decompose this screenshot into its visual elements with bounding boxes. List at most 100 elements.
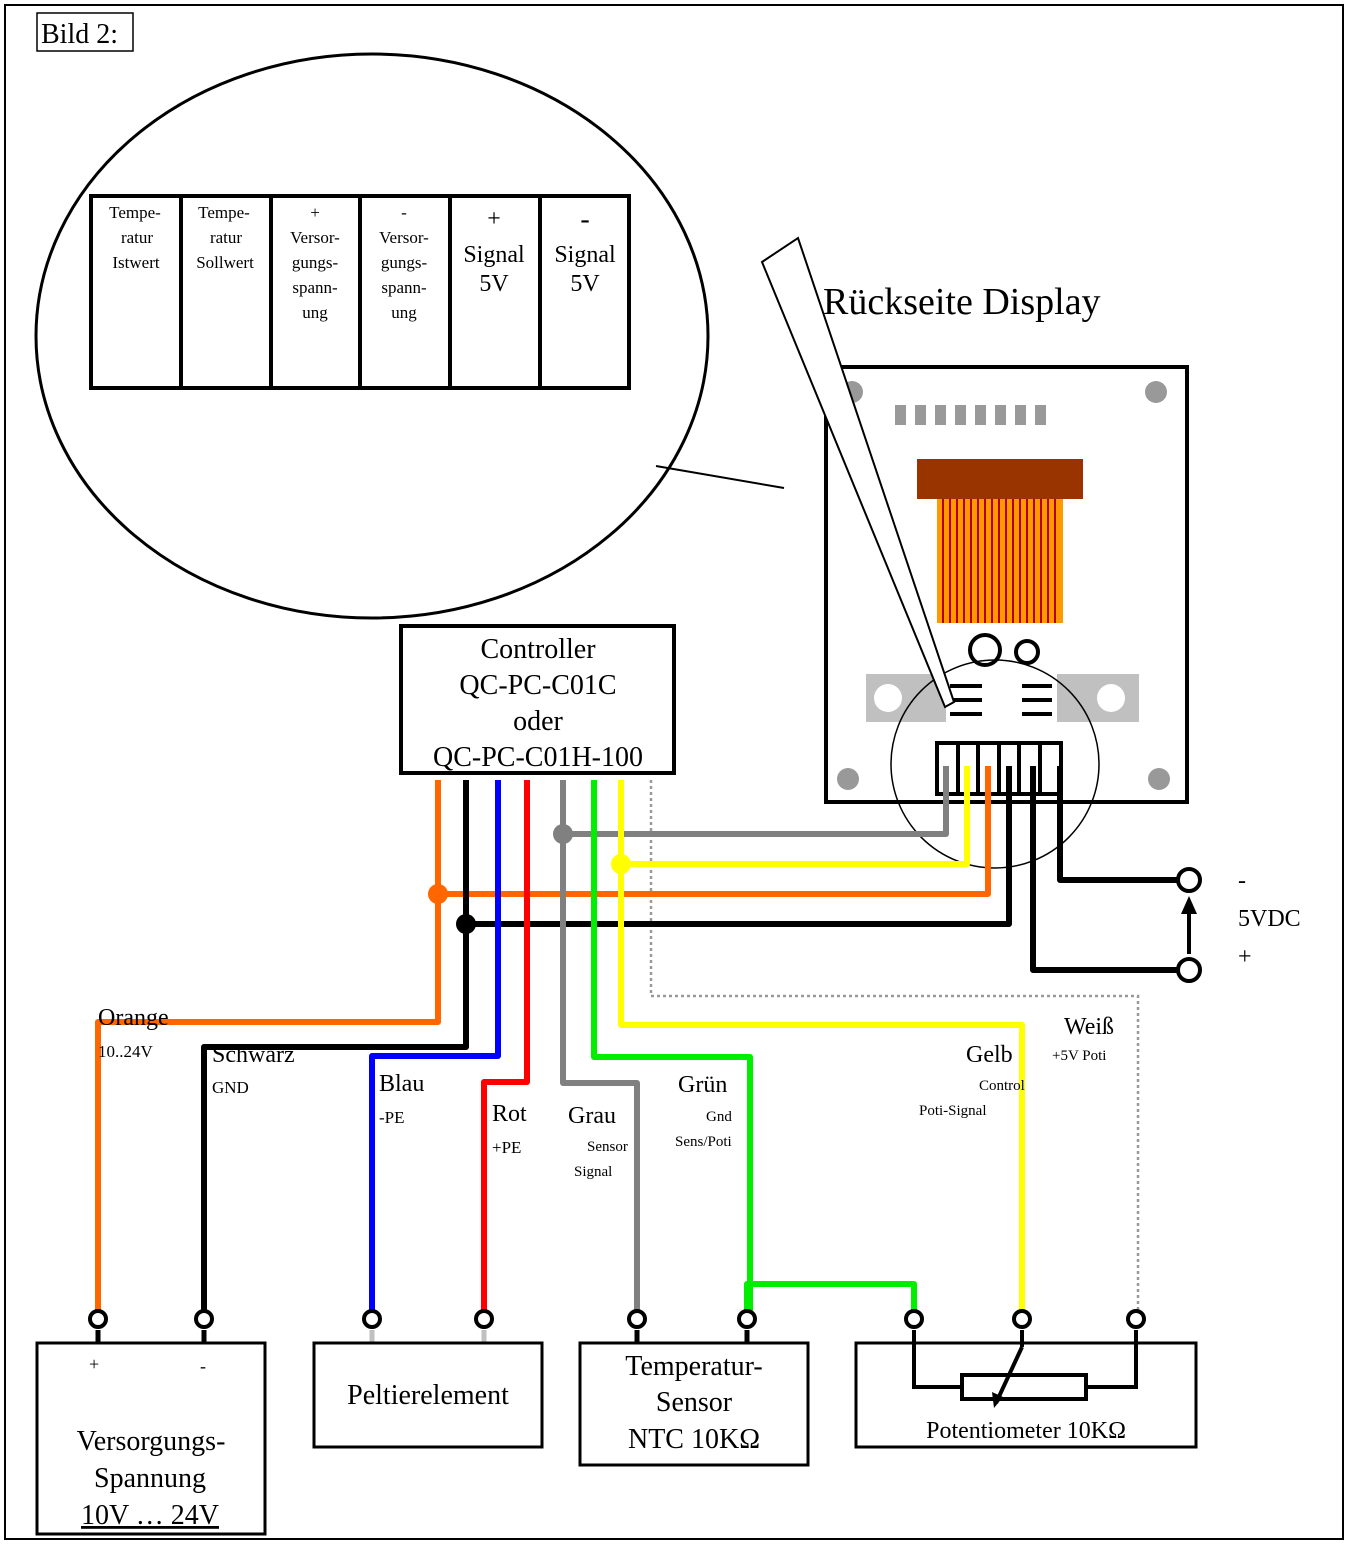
mount-tab-left-hole (874, 684, 902, 712)
mount-hole-bottom-right (1148, 768, 1170, 790)
terminal-col4-line4: spann- (381, 278, 427, 297)
terminal-poti-5v (1126, 1309, 1146, 1329)
wiper-arrow-icon (992, 1392, 1003, 1408)
flex-cable-traces (942, 499, 1056, 623)
terminal-col3-line1: + (310, 203, 320, 222)
terminal-col1-line2: ratur (121, 228, 153, 247)
label-gray-sub1: Sensor (587, 1139, 628, 1155)
poti-label: Potentiometer 10KΩ (926, 1418, 1126, 1444)
junction-gray (553, 824, 573, 844)
terminal-labels: Tempe- ratur Istwert Tempe- ratur Sollwe… (109, 203, 616, 322)
label-yellow: Gelb (966, 1042, 1013, 1068)
display-pins (895, 405, 1046, 425)
label-white-sub: +5V Poti (1052, 1048, 1106, 1064)
terminal-stems (95, 1330, 750, 1343)
terminal-5v-minus (1176, 867, 1202, 893)
wire-black (201, 780, 469, 1318)
sensor-line3: NTC 10KΩ (628, 1424, 760, 1455)
terminal-col6-line1: - (580, 204, 589, 235)
label-green: Grün (678, 1072, 727, 1098)
label-orange: Orange (98, 1005, 169, 1031)
terminal-col5-line3: 5V (479, 271, 509, 297)
label-white: Weiß (1064, 1014, 1114, 1040)
wire-red (481, 780, 530, 1318)
terminal-col2-line3: Sollwert (196, 253, 254, 272)
terminal-block (89, 194, 631, 390)
terminal-rings (88, 1309, 1146, 1329)
supply-line2: Spannung (94, 1463, 206, 1494)
terminal-col4-line3: gungs- (381, 253, 428, 272)
terminal-col1-line1: Tempe- (109, 203, 161, 222)
sensor-box (578, 1341, 810, 1467)
wire-black-display (466, 766, 1012, 927)
terminal-col4-line5: ung (391, 303, 417, 322)
label-red: Rot (492, 1101, 527, 1127)
smd-parts (950, 684, 1052, 716)
wire-gray-display (563, 766, 949, 837)
wire-gray (560, 780, 640, 1318)
wire-yellow (618, 780, 1025, 1318)
controller-box (399, 624, 676, 775)
mount-hole-bottom-left (837, 768, 859, 790)
terminal-col1-line3: Istwert (112, 253, 159, 272)
supply-minus: - (200, 1356, 206, 1376)
terminal-col3-line2: Versor- (290, 228, 340, 247)
wire-blue (369, 780, 501, 1318)
board-circle-large (968, 633, 1002, 667)
terminal-sensor-gnd (737, 1309, 757, 1329)
terminal-supply-minus (194, 1309, 214, 1329)
potentiometer-symbol (912, 1330, 1138, 1404)
power-5v-minus: - (1238, 868, 1246, 894)
flex-cable-header (917, 459, 1083, 499)
peltier-label: Peltierelement (347, 1380, 509, 1411)
terminal-col6-line2: Signal (554, 242, 616, 268)
junction-black (456, 914, 476, 934)
display-title: Rückseite Display (823, 281, 1101, 323)
terminal-col3-line5: ung (302, 303, 328, 322)
terminal-col3-line4: spann- (292, 278, 338, 297)
board-circle-small (1014, 639, 1040, 665)
wire-5v-minus (1057, 766, 1180, 883)
label-black: Schwarz (212, 1042, 295, 1068)
label-yellow-sub2: Poti-Signal (919, 1103, 987, 1119)
terminal-col6-line3: 5V (570, 271, 600, 297)
sensor-line1: Temperatur- (625, 1351, 762, 1382)
mount-hole-top-right (1145, 381, 1167, 403)
supply-line1: Versorgungs- (77, 1426, 226, 1457)
supply-plus: + (89, 1354, 99, 1374)
terminal-supply-plus (88, 1309, 108, 1329)
label-gray: Grau (568, 1103, 616, 1129)
power-5v-plus: + (1238, 944, 1252, 970)
label-yellow-sub1: Control (979, 1078, 1025, 1094)
label-red-sub: +PE (492, 1138, 521, 1157)
terminal-col4-line2: Versor- (379, 228, 429, 247)
voltage-arrow-icon (1181, 896, 1197, 914)
label-blue-sub: -PE (379, 1108, 405, 1127)
terminal-poti-gnd (904, 1309, 924, 1329)
terminal-sensor-signal (627, 1309, 647, 1329)
label-green-sub2: Sens/Poti (675, 1134, 732, 1150)
terminal-peltier-plus (474, 1309, 494, 1329)
terminal-col4-line1: - (401, 203, 407, 222)
wire-white (649, 780, 1140, 1318)
sensor-line2: Sensor (656, 1387, 733, 1418)
terminal-col5-line1: + (487, 206, 501, 232)
wire-5v-plus (1030, 766, 1180, 973)
wire-green (591, 780, 753, 1318)
controller-labels: Controller QC-PC-C01C oder QC-PC-C01H-10… (433, 634, 643, 773)
outer-frame (4, 4, 1344, 1540)
label-gray-sub2: Signal (574, 1164, 612, 1180)
peltier-box (312, 1341, 544, 1449)
junction-orange (428, 884, 448, 904)
controller-line3: oder (513, 706, 563, 737)
terminal-col5-line2: Signal (463, 242, 525, 268)
label-black-sub: GND (212, 1078, 249, 1097)
wire-green-link (744, 1281, 917, 1318)
label-green-sub1: Gnd (706, 1109, 732, 1125)
controller-line4: QC-PC-C01H-100 (433, 742, 643, 773)
controller-line1: Controller (480, 634, 596, 665)
controller-line2: QC-PC-C01C (459, 670, 616, 701)
terminal-col2-line2: ratur (210, 228, 242, 247)
terminal-col3-line3: gungs- (292, 253, 339, 272)
